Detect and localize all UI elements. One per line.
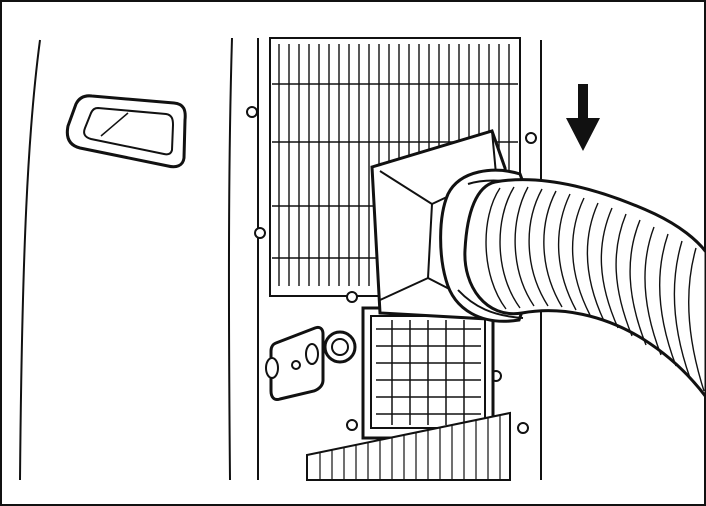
exhaust-hose [463, 178, 706, 400]
unit-side-panel-edge [227, 37, 233, 481]
air-filter [361, 306, 495, 440]
drain-cover-plate [265, 325, 325, 401]
bottom-grille [306, 411, 511, 481]
drain-port [323, 330, 357, 364]
carry-handle [65, 94, 187, 169]
down-arrow-icon [566, 84, 600, 151]
unit-left-edge [19, 39, 41, 481]
